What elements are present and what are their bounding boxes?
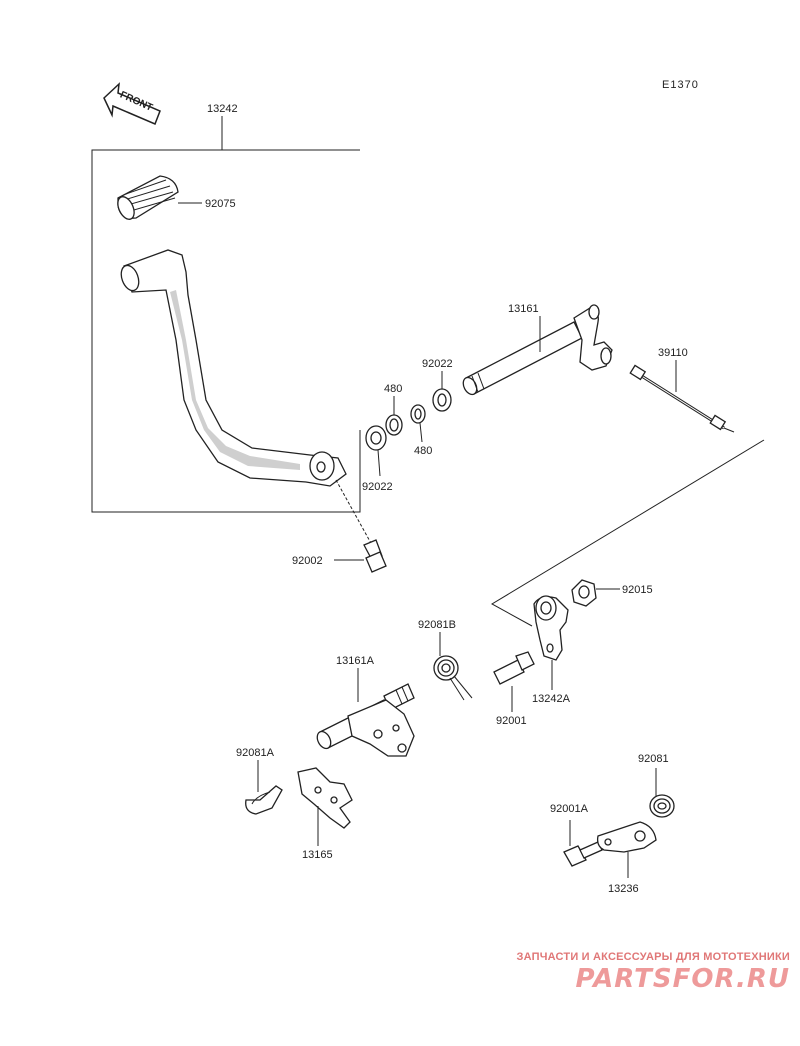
label-39110: 39110 [658,347,688,359]
label-13161: 13161 [508,303,539,315]
spring-part [649,794,675,818]
label-92081B: 92081B [418,619,456,631]
shift-pedal-part [120,249,347,487]
label-13242A: 13242A [532,693,571,705]
label-13242: 13242 [207,103,238,115]
diagram-code: E1370 [662,79,699,91]
label-13165: 13165 [302,849,333,861]
pedal-rubber-part [117,175,179,220]
pawl-plate-part [297,767,353,829]
label-480-upper: 480 [384,383,402,395]
spring-a-part [245,785,283,815]
pedal-bolt-part [363,539,387,573]
label-92001A: 92001A [550,803,589,815]
label-92002: 92002 [292,555,323,567]
front-arrow-icon: FRONT [103,82,161,125]
spring-b-part [433,655,473,701]
lever-nut-part [571,579,597,607]
washer-upper-part [432,388,452,412]
circlip-lower-part [410,404,426,424]
label-480-lower: 480 [414,445,432,457]
lever-assembly-part [533,595,569,661]
label-13236: 13236 [608,883,639,895]
linkage-guide-line [490,439,765,627]
label-92001: 92001 [496,715,527,727]
pivot-bolt-part [493,651,535,685]
label-92081: 92081 [638,753,669,765]
pedal-assembly-bracket [91,116,361,513]
washer-lower-part [365,425,387,451]
label-92075: 92075 [205,198,236,210]
watermark-logo: PARTSFOR.RU [575,964,790,994]
label-92081A: 92081A [236,747,275,759]
shaft-a-part [316,683,415,757]
label-92022-lower: 92022 [362,481,393,493]
circlip-upper-part [385,414,403,436]
stopper-lever-part [596,821,657,853]
tie-rod-part [629,364,735,433]
bolt-a-part [563,841,603,867]
label-92022-upper: 92022 [422,358,453,370]
label-13161A: 13161A [336,655,375,667]
shift-shaft-part [462,304,613,396]
label-92015: 92015 [622,584,653,596]
watermark-subtitle: ЗАПЧАСТИ И АКСЕССУАРЫ ДЛЯ МОТОТЕХНИКИ [516,951,790,963]
